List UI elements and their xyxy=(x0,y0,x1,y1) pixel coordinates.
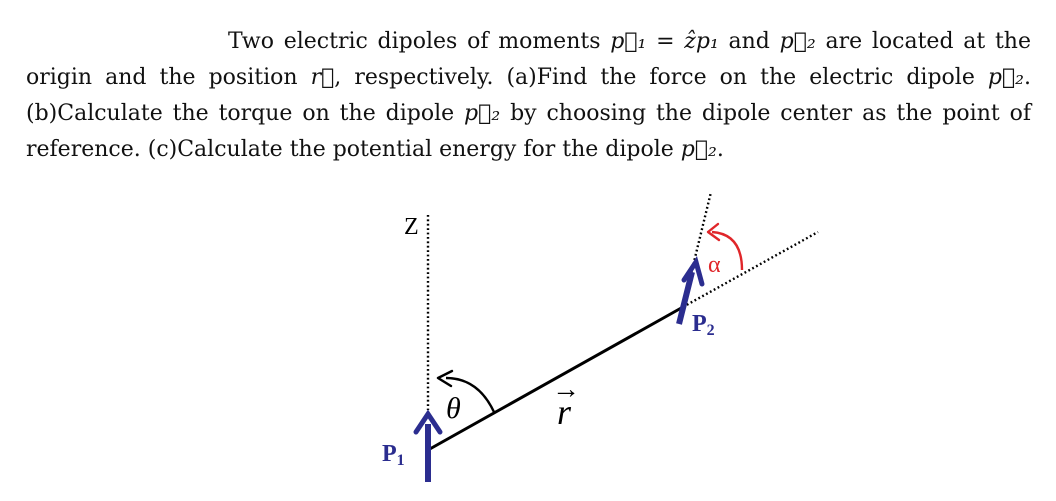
r-vector-arrow: → xyxy=(552,374,580,405)
theta-label: θ xyxy=(446,392,461,425)
problem-text-3: are located at the origin and the positi… xyxy=(26,29,1031,90)
r-extension-line xyxy=(682,230,819,309)
alpha-arc xyxy=(711,230,744,271)
p1-definition: p⃗₁ = ẑp₁ xyxy=(610,29,719,54)
p2-dipole-shaft xyxy=(676,271,695,325)
problem-text-2: and xyxy=(718,29,780,54)
p2-symbol: p⃗₂ xyxy=(680,137,717,162)
p2-symbol: p⃗₂ xyxy=(779,29,816,54)
z-axis-label: Z xyxy=(404,214,419,240)
p2-symbol: p⃗₂ xyxy=(464,101,501,126)
p2-label-subscript: 2 xyxy=(707,322,715,339)
p1-label-letter: P xyxy=(382,441,397,467)
p1-dipole-arrowhead xyxy=(413,409,443,435)
alpha-label: α xyxy=(708,252,721,278)
part-c-text: by choosing the dipole center as the poi… xyxy=(26,101,1032,162)
r-symbol: r⃗ xyxy=(310,65,335,90)
part-a-text: , respectively. (a)Find the force on the… xyxy=(334,65,988,90)
p2-dipole-arrowhead xyxy=(681,256,705,287)
problem-statement: Two electric dipoles of moments p⃗₁ = ẑ… xyxy=(26,24,1031,168)
r-vector-line xyxy=(427,305,684,452)
p2-label: P2 xyxy=(692,311,715,339)
problem-period: . xyxy=(716,137,724,162)
problem-text-1: Two electric dipoles of moments xyxy=(228,29,611,54)
p1-label: P1 xyxy=(382,441,405,469)
p2-label-letter: P xyxy=(692,311,707,337)
p1-label-subscript: 1 xyxy=(397,452,405,469)
part-b-text: . (b)Calculate the torque on the dipole xyxy=(26,65,1031,126)
theta-arc xyxy=(445,376,496,413)
theta-arrowhead xyxy=(436,369,454,388)
r-vector-label: r xyxy=(557,392,572,432)
alpha-arrowhead xyxy=(706,222,721,242)
p2-symbol: p⃗₂ xyxy=(987,65,1024,90)
problem-paragraph: Two electric dipoles of moments p⃗₁ = ẑ… xyxy=(26,24,1031,168)
